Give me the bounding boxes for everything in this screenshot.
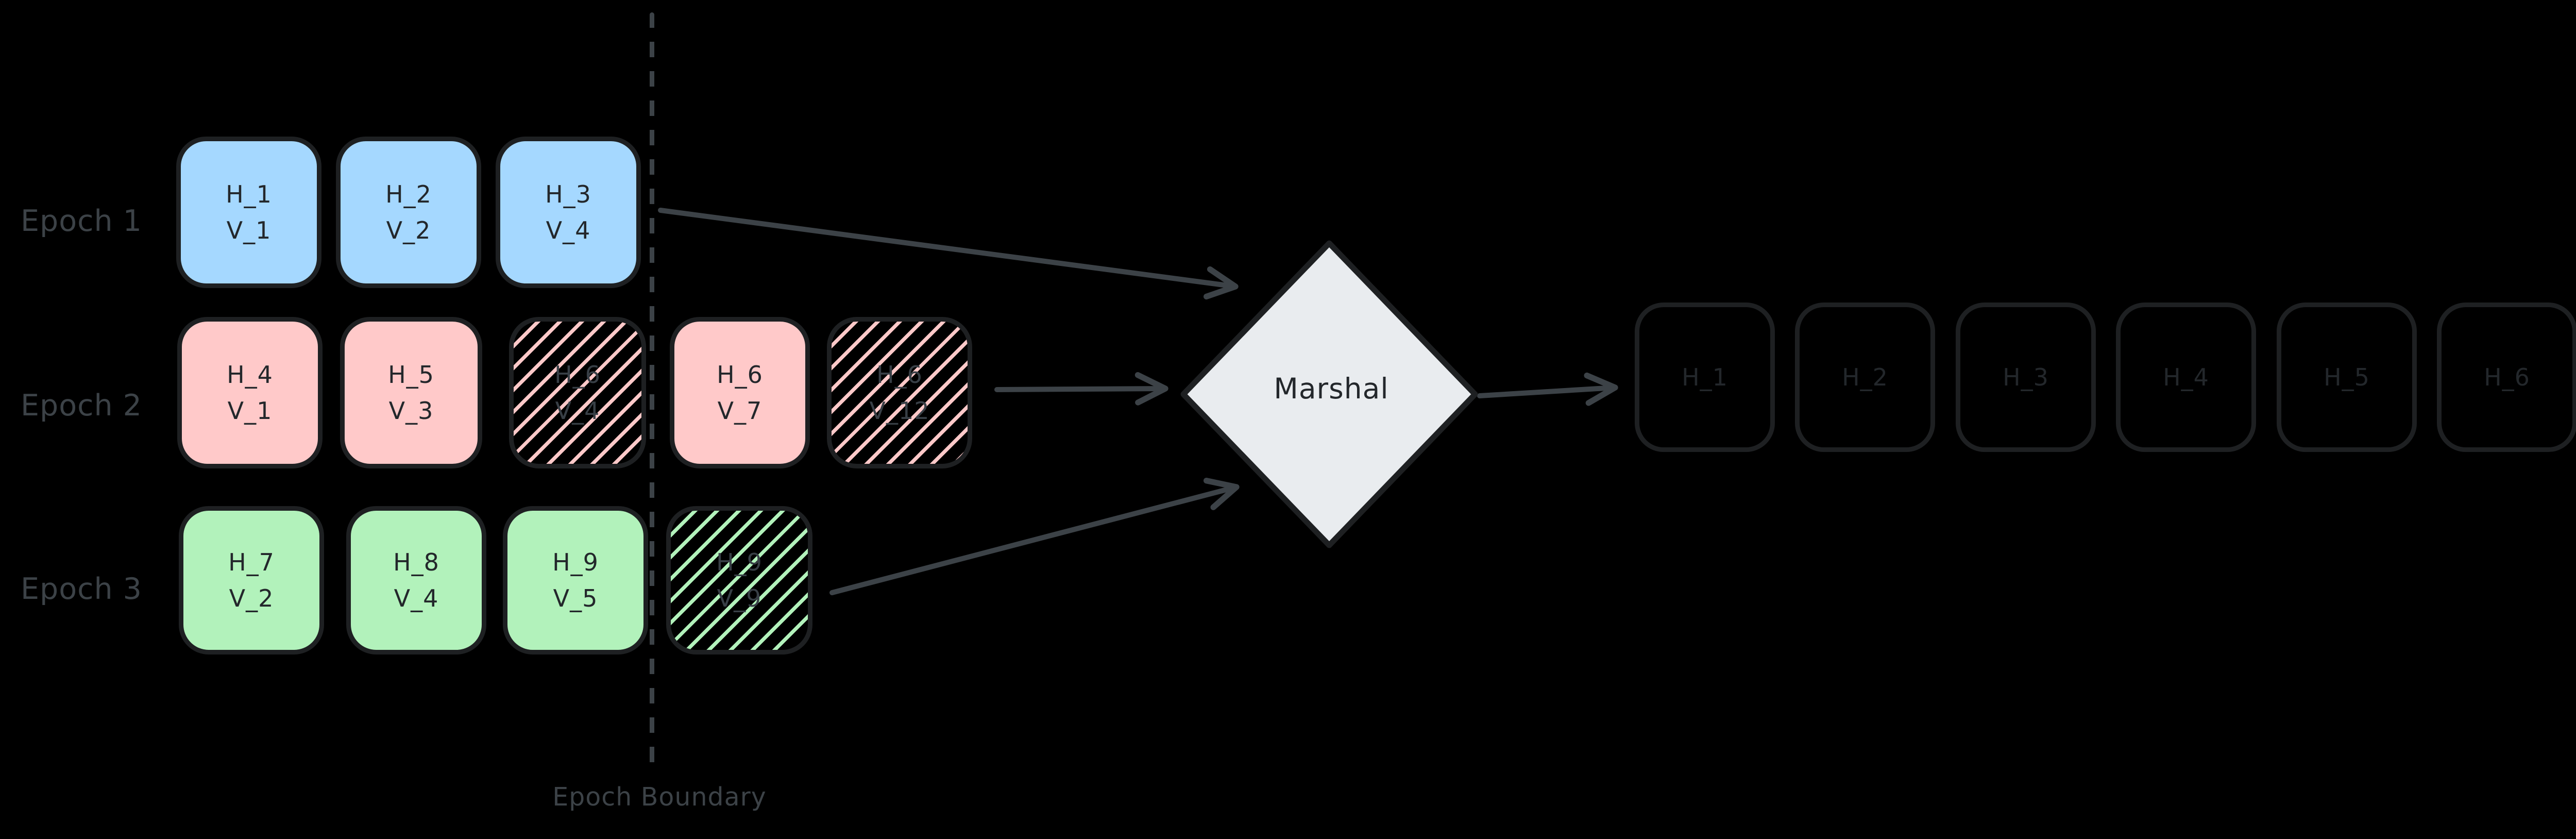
output-box-h2: H_2	[1795, 303, 1935, 452]
box-v-label: V_1	[227, 397, 273, 425]
epoch-boundary-label: Epoch Boundary	[552, 782, 767, 812]
arrow-epoch3-to-marshal	[829, 478, 1240, 595]
output-label: H_5	[2324, 363, 2370, 391]
output-box-h3: H_3	[1956, 303, 2096, 452]
epoch1-box-h1-v1: H_1 V_1	[176, 137, 321, 288]
box-h-label: H_1	[226, 180, 272, 208]
box-h-label: H_2	[385, 180, 432, 208]
epoch2-box-h4-v1: H_4 V_1	[177, 317, 323, 468]
box-h-label: H_6	[876, 361, 923, 389]
epoch1-box-h2-v2: H_2 V_2	[336, 137, 481, 288]
epoch3-box-h9-v9-hatched: H_9 V_9	[666, 506, 812, 655]
box-h-label: H_6	[554, 361, 601, 389]
box-v-label: V_2	[229, 584, 274, 612]
epoch-1-label: Epoch 1	[21, 204, 142, 238]
output-label: H_1	[1682, 363, 1728, 391]
arrow-epoch1-to-marshal	[658, 208, 1239, 300]
output-box-h1: H_1	[1635, 303, 1775, 452]
epoch2-box-h6-v4-hatched: H_6 V_4	[509, 317, 646, 468]
output-box-h6: H_6	[2437, 303, 2576, 452]
box-h-label: H_4	[227, 361, 273, 389]
output-label: H_2	[1842, 363, 1888, 391]
arrow-epoch2-to-marshal	[994, 372, 1168, 406]
epoch2-box-h6-v12-hatched: H_6 V_12	[827, 317, 972, 468]
box-v-label: V_12	[869, 397, 930, 425]
arrow-marshal-to-output	[1477, 372, 1618, 406]
epoch-2-label: Epoch 2	[21, 389, 142, 423]
output-label: H_6	[2484, 363, 2530, 391]
marshal-diamond	[1180, 240, 1478, 548]
marshal-label: Marshal	[1274, 372, 1389, 405]
box-v-label: V_2	[386, 216, 431, 244]
output-box-h5: H_5	[2277, 303, 2417, 452]
epoch-3-label: Epoch 3	[21, 572, 142, 606]
box-h-label: H_5	[388, 361, 434, 389]
box-h-label: H_8	[393, 548, 439, 576]
box-v-label: V_5	[553, 584, 598, 612]
epoch-boundary-line	[650, 12, 654, 769]
epoch2-box-h5-v3: H_5 V_3	[340, 317, 482, 468]
box-h-label: H_3	[545, 180, 591, 208]
epoch2-box-h6-v7: H_6 V_7	[670, 317, 810, 468]
output-label: H_3	[2003, 363, 2049, 391]
epoch3-box-h7-v2: H_7 V_2	[179, 506, 324, 655]
output-label: H_4	[2163, 363, 2209, 391]
box-h-label: H_6	[717, 361, 763, 389]
box-v-label: V_9	[717, 584, 762, 612]
box-h-label: H_7	[228, 548, 275, 576]
box-v-label: V_4	[394, 584, 439, 612]
box-v-label: V_4	[555, 397, 600, 425]
box-v-label: V_1	[226, 216, 272, 244]
box-v-label: V_7	[717, 397, 762, 425]
box-h-label: H_9	[716, 548, 762, 576]
box-v-label: V_4	[546, 216, 591, 244]
epoch1-box-h3-v4: H_3 V_4	[496, 137, 641, 288]
epoch3-box-h9-v5: H_9 V_5	[503, 506, 648, 655]
box-h-label: H_9	[552, 548, 599, 576]
box-v-label: V_3	[388, 397, 434, 425]
output-box-h4: H_4	[2116, 303, 2256, 452]
epoch3-box-h8-v4: H_8 V_4	[346, 506, 486, 655]
